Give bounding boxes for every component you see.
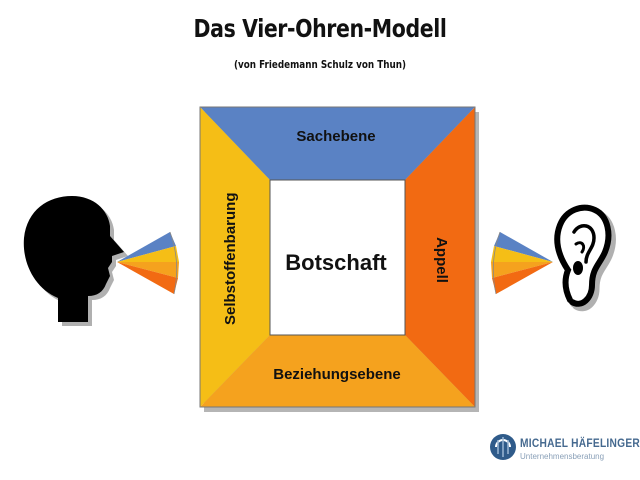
appell-label: Appell bbox=[433, 237, 450, 283]
botschaft-label: Botschaft bbox=[285, 250, 387, 275]
brand-name: MICHAEL HÄFELINGER bbox=[520, 436, 640, 450]
ear-icon bbox=[554, 204, 616, 312]
sachebene-label: Sachebene bbox=[296, 128, 376, 145]
speech-fan-left bbox=[117, 231, 179, 295]
beziehungsebene-side bbox=[200, 335, 475, 407]
selbstoffenbarung-label: Selbstoffenbarung bbox=[222, 192, 239, 325]
brand-logo-icon bbox=[490, 434, 516, 460]
speech-fan-right bbox=[491, 231, 553, 295]
botschaft-center bbox=[269, 179, 406, 336]
square-outline bbox=[199, 106, 476, 408]
brand-tagline: Unternehmensberatung bbox=[520, 452, 605, 461]
diagram-title: Das Vier-Ohren-Modell bbox=[193, 14, 447, 43]
diagram-subtitle: (von Friedemann Schulz von Thun) bbox=[233, 58, 407, 71]
sachebene-side bbox=[200, 107, 475, 180]
selbstoffenbarung-side bbox=[200, 107, 270, 407]
beziehungsebene-label: Beziehungsebene bbox=[273, 366, 401, 383]
appell-side bbox=[405, 107, 475, 407]
speaking-head-icon bbox=[23, 196, 128, 326]
